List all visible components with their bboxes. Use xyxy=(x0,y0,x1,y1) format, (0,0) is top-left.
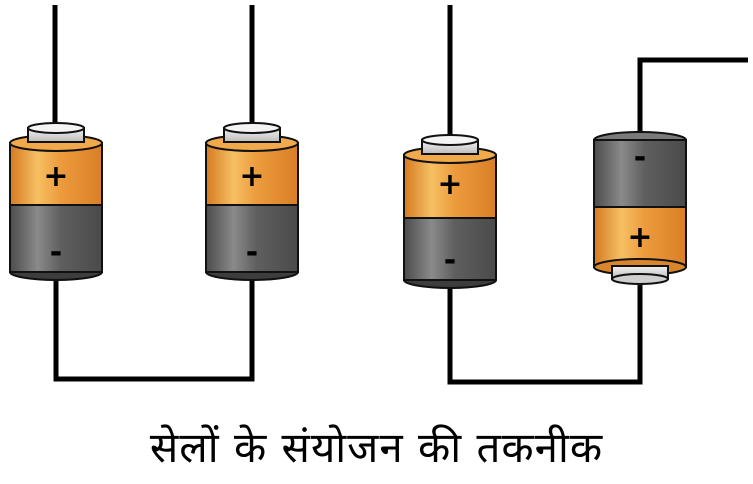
wire-left-bottom-link xyxy=(53,276,255,382)
wire-cell-4-top xyxy=(637,57,748,138)
left-wires xyxy=(52,5,255,382)
cell-1-negative-sign: - xyxy=(50,235,62,270)
right-wires xyxy=(447,5,748,385)
cell-1-positive-sign: + xyxy=(43,159,68,194)
wire-right-bottom-link xyxy=(447,280,643,385)
cell-2-negative-sign: - xyxy=(246,235,258,270)
battery-cell-2: + - xyxy=(205,122,299,281)
battery-cell-1: + - xyxy=(9,122,103,281)
battery-cell-4: - + xyxy=(593,131,687,285)
cell-3-negative-sign: - xyxy=(444,243,456,278)
cell-2-positive-sign: + xyxy=(239,159,264,194)
cell-4-negative-sign: - xyxy=(634,140,646,175)
diagram-caption: सेलों के संयोजन की तकनीक xyxy=(149,423,604,472)
cell-4-positive-sign: + xyxy=(627,220,652,255)
cell-3-positive-sign: + xyxy=(437,167,462,202)
battery-cell-3: + - xyxy=(403,134,497,289)
